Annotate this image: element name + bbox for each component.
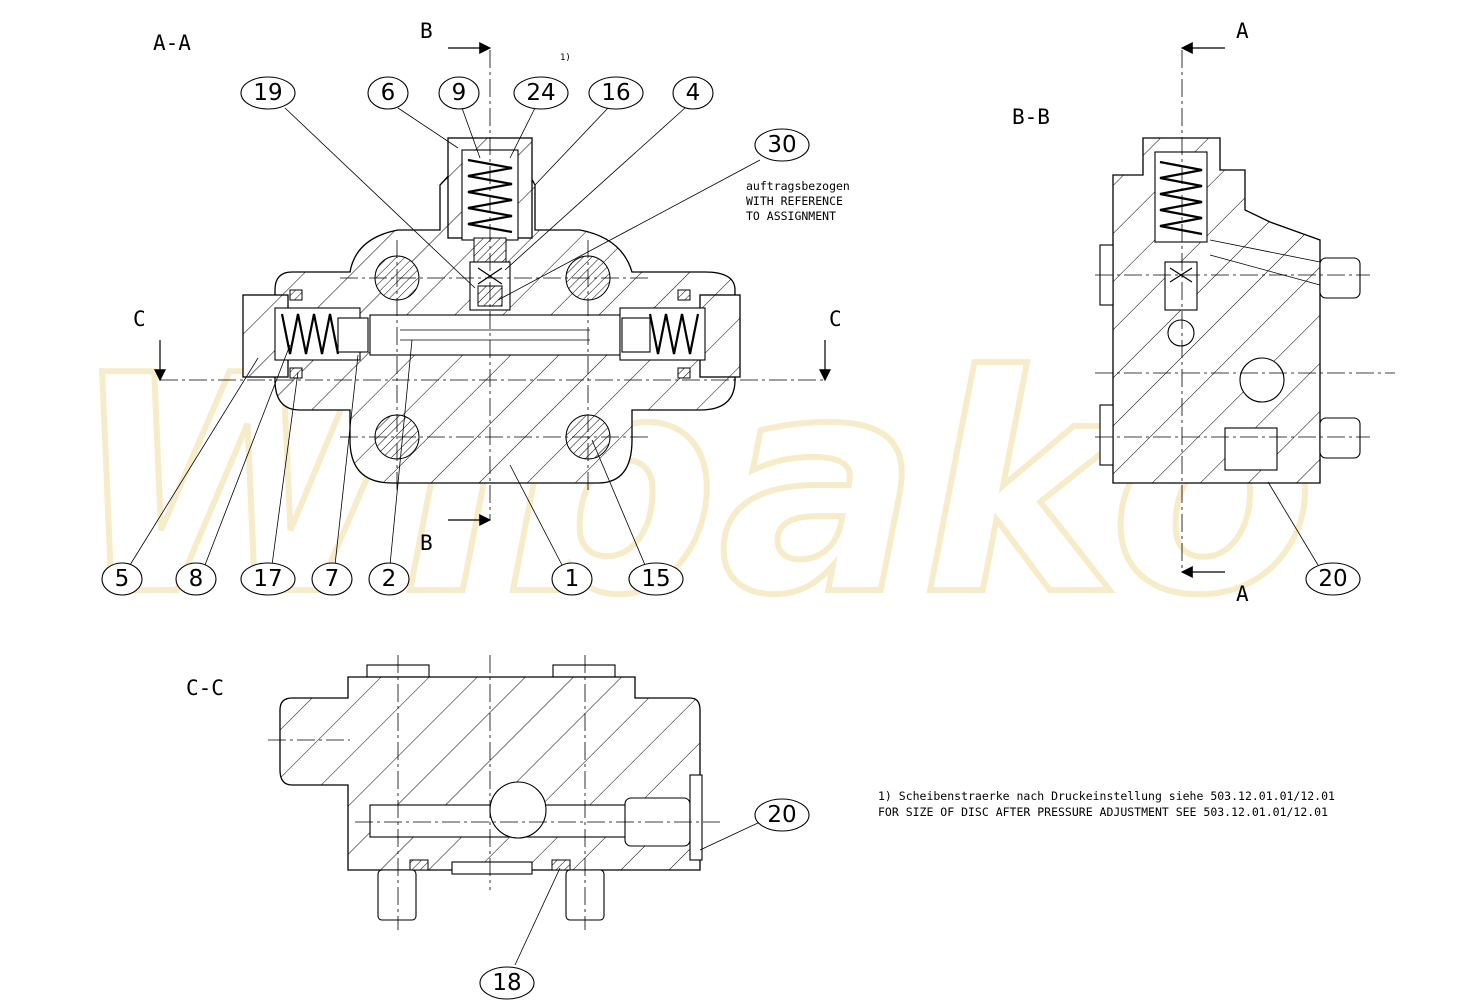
assignment-note-line-3: TO ASSIGNMENT	[746, 209, 836, 223]
balloon-30: 30	[767, 132, 796, 158]
balloon-19: 19	[253, 80, 282, 106]
balloon-2: 2	[382, 566, 397, 592]
assignment-note-line-2: WITH REFERENCE	[746, 194, 843, 208]
footnote-ref: 1)	[560, 53, 571, 63]
footnote-line-2: FOR SIZE OF DISC AFTER PRESSURE ADJUSTME…	[878, 805, 1328, 819]
section-cc-label: C-C	[186, 676, 224, 700]
cut-marker-b-bottom: B	[420, 531, 433, 555]
cut-marker-b-top: B	[420, 19, 433, 43]
section-aa-label: A-A	[153, 31, 191, 55]
cut-marker-c-right: C	[829, 307, 842, 331]
section-aa-view	[129, 42, 831, 566]
section-bb-label: B-B	[1012, 105, 1050, 129]
cut-marker-a-top: A	[1236, 19, 1249, 43]
balloon-4: 4	[686, 80, 701, 106]
assignment-note-line-1: auftragsbezogen	[746, 179, 850, 193]
balloons-aa-top: 19 6 9 24 16 4 30	[240, 76, 810, 162]
balloon-1: 1	[565, 566, 580, 592]
balloon-17: 17	[253, 566, 282, 592]
cut-marker-a-bottom: A	[1236, 582, 1249, 606]
balloon-8: 8	[189, 566, 204, 592]
balloon-5: 5	[115, 566, 130, 592]
balloon-6: 6	[381, 80, 396, 106]
cut-marker-c-left: C	[133, 307, 146, 331]
balloon-20-cc: 20	[767, 802, 796, 828]
footnote-line-1: 1) Scheibenstraerke nach Druckeinstellun…	[878, 789, 1335, 803]
balloon-20-bb: 20	[1318, 566, 1347, 592]
section-cc-view	[268, 655, 761, 966]
balloon-24: 24	[526, 80, 555, 106]
balloon-7: 7	[325, 566, 340, 592]
balloon-18: 18	[492, 970, 521, 996]
balloon-9: 9	[452, 80, 467, 106]
balloons-aa-bottom: 5 8 17 7 2 1 15	[101, 562, 684, 596]
section-bb-view	[1095, 42, 1395, 578]
balloon-16: 16	[601, 80, 630, 106]
balloon-15: 15	[641, 566, 670, 592]
